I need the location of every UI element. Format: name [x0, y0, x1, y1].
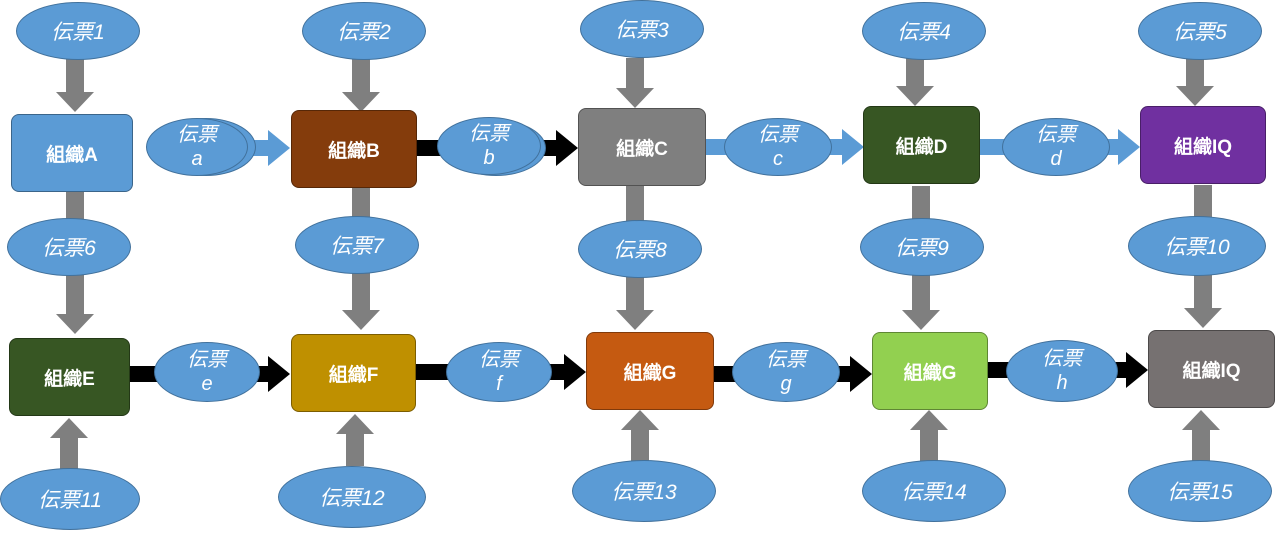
flow-slip-letter: c: [773, 148, 783, 170]
flow-slip-f[interactable]: 伝票 f: [446, 342, 552, 402]
slip-label: 伝票11: [38, 489, 102, 512]
flow-slip-d[interactable]: 伝票 d: [1002, 118, 1110, 176]
org-label: 組織F: [328, 364, 379, 386]
org-box-g2[interactable]: 組織G: [872, 332, 988, 410]
slip-label: 伝票7: [330, 235, 384, 258]
slip-label: 伝票2: [337, 21, 391, 44]
flow-slip-word: 伝票: [1042, 348, 1082, 370]
flow-slip-letter: f: [496, 373, 502, 395]
org-box-e[interactable]: 組織E: [9, 338, 130, 416]
slip-label: 伝票3: [615, 19, 669, 42]
org-label: 組織D: [895, 136, 948, 158]
org-label: 組織IQ: [1173, 136, 1233, 158]
slip-11[interactable]: 伝票11: [0, 468, 140, 530]
flow-slip-word: 伝票: [1036, 124, 1076, 146]
org-box-iq1[interactable]: 組織IQ: [1140, 106, 1266, 184]
slip-label: 伝票1: [51, 21, 105, 44]
arrow-slip2-to-org-b: [342, 58, 380, 112]
arrow-slip1-to-org-a: [56, 58, 94, 112]
arrow-slip5-to-org-iq1: [1176, 56, 1214, 106]
flow-slip-h[interactable]: 伝票 h: [1006, 340, 1118, 402]
arrow-slip12-to-org-f: [336, 414, 374, 466]
flow-slip-b[interactable]: 伝票 b: [437, 117, 541, 175]
slip-1[interactable]: 伝票1: [16, 2, 140, 60]
flow-slip-a[interactable]: 伝票 a: [146, 118, 248, 176]
slip-12[interactable]: 伝票12: [278, 466, 426, 528]
slip-label: 伝票13: [611, 481, 677, 504]
flow-slip-word: 伝票: [469, 123, 509, 145]
org-label: 組織G: [623, 362, 677, 384]
slip-label: 伝票8: [613, 239, 667, 262]
org-box-c[interactable]: 組織C: [578, 108, 706, 186]
org-label: 組織IQ: [1182, 360, 1241, 382]
arrow-slip4-to-org-d: [896, 56, 934, 106]
flow-slip-c[interactable]: 伝票 c: [724, 118, 832, 176]
slip-7[interactable]: 伝票7: [295, 216, 419, 274]
slip-label: 伝票14: [901, 481, 967, 504]
flow-slip-g[interactable]: 伝票 g: [732, 342, 840, 402]
flow-slip-word: 伝票: [177, 124, 217, 146]
flow-slip-letter: e: [201, 373, 213, 395]
slip-5[interactable]: 伝票5: [1138, 2, 1262, 60]
arrow-slip14-to-org-g2: [910, 410, 948, 462]
slip-label: 伝票4: [897, 21, 951, 44]
slip-label: 伝票9: [895, 237, 949, 260]
slip-3[interactable]: 伝票3: [580, 0, 704, 58]
flow-slip-letter: g: [780, 373, 792, 395]
org-label: 組織B: [328, 140, 380, 162]
org-box-g1[interactable]: 組織G: [586, 332, 714, 410]
flow-slip-word: 伝票: [479, 349, 519, 371]
slip-label: 伝票15: [1167, 481, 1233, 504]
slip-6[interactable]: 伝票6: [7, 218, 131, 276]
arrow-slip15-to-org-iq2: [1182, 410, 1220, 462]
flow-slip-word: 伝票: [187, 349, 227, 371]
slip-label: 伝票6: [42, 237, 96, 260]
org-label: 組織C: [616, 138, 668, 160]
slip-2[interactable]: 伝票2: [302, 2, 426, 60]
org-box-a[interactable]: 組織A: [11, 114, 133, 192]
flow-slip-word: 伝票: [758, 124, 798, 146]
slip-14[interactable]: 伝票14: [862, 460, 1006, 522]
arrow-slip13-to-org-g1: [621, 410, 659, 462]
org-box-b[interactable]: 組織B: [291, 110, 417, 188]
slip-10[interactable]: 伝票10: [1128, 216, 1266, 276]
flow-slip-letter: h: [1056, 372, 1068, 394]
flow-slip-letter: d: [1050, 148, 1062, 170]
arrow-slip3-to-org-c: [616, 58, 654, 108]
slip-15[interactable]: 伝票15: [1128, 460, 1272, 522]
org-box-f[interactable]: 組織F: [291, 334, 416, 412]
slip-label: 伝票5: [1173, 21, 1227, 44]
flow-slip-e[interactable]: 伝票 e: [154, 342, 260, 402]
org-box-d[interactable]: 組織D: [863, 106, 980, 184]
org-box-iq2[interactable]: 組織IQ: [1148, 330, 1275, 408]
slip-label: 伝票10: [1164, 236, 1230, 259]
arrow-slip11-to-org-e: [50, 418, 88, 470]
slip-9[interactable]: 伝票9: [860, 218, 984, 276]
slip-4[interactable]: 伝票4: [862, 2, 986, 60]
slip-label: 伝票12: [319, 487, 385, 510]
slip-8[interactable]: 伝票8: [578, 220, 702, 278]
flow-slip-word: 伝票: [766, 349, 806, 371]
slip-13[interactable]: 伝票13: [572, 460, 716, 522]
org-label: 組織A: [46, 144, 98, 166]
flow-slip-letter: a: [191, 148, 203, 170]
org-label: 組織E: [44, 368, 95, 390]
org-label: 組織G: [903, 362, 957, 384]
flow-slip-letter: b: [483, 147, 495, 169]
